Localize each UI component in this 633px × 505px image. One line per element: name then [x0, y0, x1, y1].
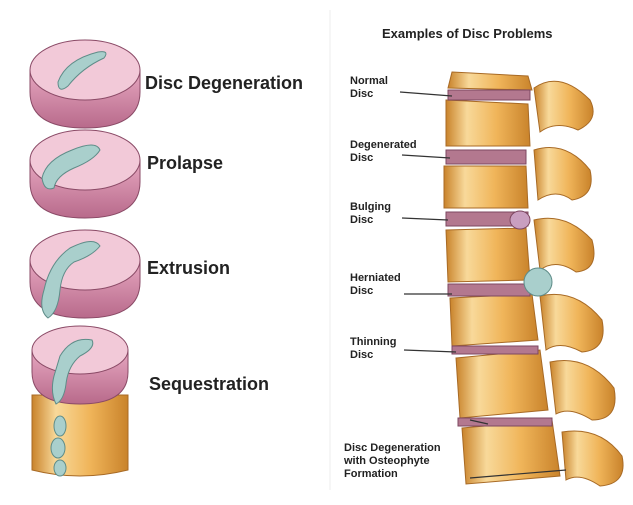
label-prolapse: Prolapse [147, 153, 223, 174]
spine-illustration [444, 72, 623, 486]
prolapse-illustration [30, 130, 140, 218]
sequestration-illustration [32, 326, 128, 476]
panel-title: Examples of Disc Problems [382, 26, 553, 41]
extrusion-illustration [30, 230, 140, 318]
label-sequestration: Sequestration [149, 374, 269, 395]
label-extrusion: Extrusion [147, 258, 230, 279]
herniation-bulge [524, 268, 552, 296]
label-disc-degeneration: Disc Degeneration [145, 73, 303, 94]
disc-degeneration-illustration [30, 40, 140, 128]
